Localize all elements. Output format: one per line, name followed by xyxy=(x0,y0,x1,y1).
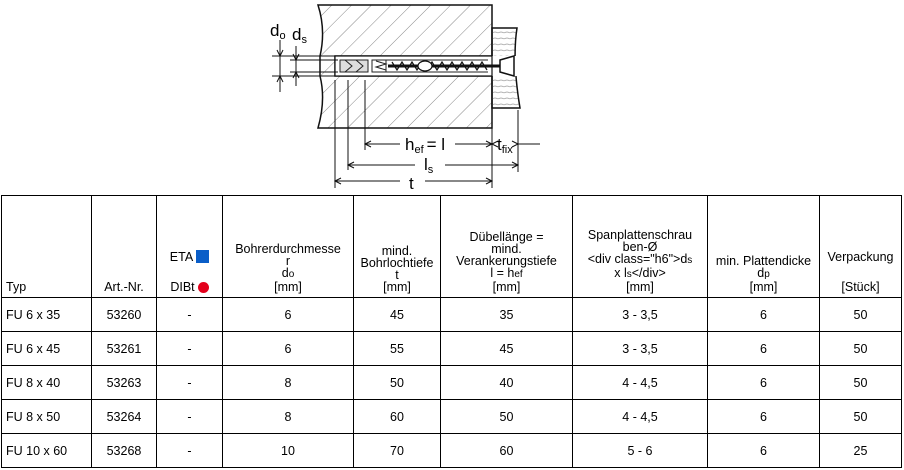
ds-label: ds xyxy=(292,25,307,46)
col-header-spanplattenschraube: Spanplattenschrau ben-Ø <div class="h6">… xyxy=(572,195,708,298)
col-header-verpackung: Verpackung [Stück] xyxy=(819,195,902,298)
dibt-dot-icon xyxy=(197,281,209,293)
cell-app: - xyxy=(156,297,223,332)
cell-typ: FU 8 x 40 xyxy=(1,365,92,400)
cell-verp: 50 xyxy=(819,399,902,434)
col-header-duebellaenge: Dübellänge = mind. Verankerungstiefe l =… xyxy=(440,195,573,298)
cell-duebel: 50 xyxy=(440,399,573,434)
installation-diagram: do ds hef= l tfix ls t xyxy=(270,4,540,193)
cell-duebel: 35 xyxy=(440,297,573,332)
cell-verp: 50 xyxy=(819,365,902,400)
cell-tiefe: 70 xyxy=(353,433,441,468)
cell-duebel: 40 xyxy=(440,365,573,400)
d0-label: do xyxy=(270,21,286,42)
cell-verp: 50 xyxy=(819,297,902,332)
cell-art: 53268 xyxy=(91,433,157,468)
tfix-label: tfix xyxy=(497,135,513,156)
cell-typ: FU 6 x 35 xyxy=(1,297,92,332)
cell-schraube: 3 - 3,5 xyxy=(572,331,708,366)
cell-app: - xyxy=(156,365,223,400)
col-header-plattendicke: min. Plattendicke dp [mm] xyxy=(707,195,820,298)
header-row: Typ Art.-Nr. ETA DIBt Bohrerdurchmesse r… xyxy=(1,195,902,298)
cell-duebel: 45 xyxy=(440,331,573,366)
cell-typ: FU 10 x 60 xyxy=(1,433,92,468)
cell-tiefe: 55 xyxy=(353,331,441,366)
col-header-typ: Typ xyxy=(1,195,92,298)
cell-schraube: 5 - 6 xyxy=(572,433,708,468)
cell-schraube: 4 - 4,5 xyxy=(572,365,708,400)
diameter-dimension xyxy=(272,40,338,92)
t-label: t xyxy=(409,174,414,193)
cell-tiefe: 45 xyxy=(353,297,441,332)
cell-art: 53264 xyxy=(91,399,157,434)
cell-art: 53261 xyxy=(91,331,157,366)
cell-platte: 6 xyxy=(707,297,820,332)
col-header-bohrerdurchmesser: Bohrerdurchmesse r do [mm] xyxy=(222,195,354,298)
col-header-art-nr: Art.-Nr. xyxy=(91,195,157,298)
eta-label: ETA xyxy=(169,249,194,264)
cell-tiefe: 50 xyxy=(353,365,441,400)
col-header-approval: ETA DIBt xyxy=(156,195,223,298)
cell-verp: 50 xyxy=(819,331,902,366)
hef-label: hef= l xyxy=(405,135,445,156)
cell-schraube: 4 - 4,5 xyxy=(572,399,708,434)
cell-platte: 6 xyxy=(707,433,820,468)
col-header-bohrlochtiefe: mind. Bohrlochtiefe t [mm] xyxy=(353,195,441,298)
cell-tiefe: 60 xyxy=(353,399,441,434)
cell-bohr: 8 xyxy=(222,365,354,400)
cell-platte: 6 xyxy=(707,331,820,366)
cell-app: - xyxy=(156,399,223,434)
cell-bohr: 6 xyxy=(222,297,354,332)
cell-art: 53260 xyxy=(91,297,157,332)
cell-art: 53263 xyxy=(91,365,157,400)
eta-square-icon xyxy=(196,250,210,263)
cell-schraube: 3 - 3,5 xyxy=(572,297,708,332)
ls-label: ls xyxy=(424,155,434,176)
cell-app: - xyxy=(156,433,223,468)
cell-verp: 25 xyxy=(819,433,902,468)
cell-app: - xyxy=(156,331,223,366)
spec-table: Typ Art.-Nr. ETA DIBt Bohrerdurchmesse r… xyxy=(1,195,902,468)
cell-platte: 6 xyxy=(707,399,820,434)
cell-duebel: 60 xyxy=(440,433,573,468)
length-dimensions xyxy=(333,80,540,188)
cell-bohr: 10 xyxy=(222,433,354,468)
cell-typ: FU 8 x 50 xyxy=(1,399,92,434)
cell-typ: FU 6 x 45 xyxy=(1,331,92,366)
cell-bohr: 8 xyxy=(222,399,354,434)
cell-bohr: 6 xyxy=(222,331,354,366)
dibt-label: DIBt xyxy=(170,280,195,294)
screw xyxy=(388,55,515,77)
cell-platte: 6 xyxy=(707,365,820,400)
